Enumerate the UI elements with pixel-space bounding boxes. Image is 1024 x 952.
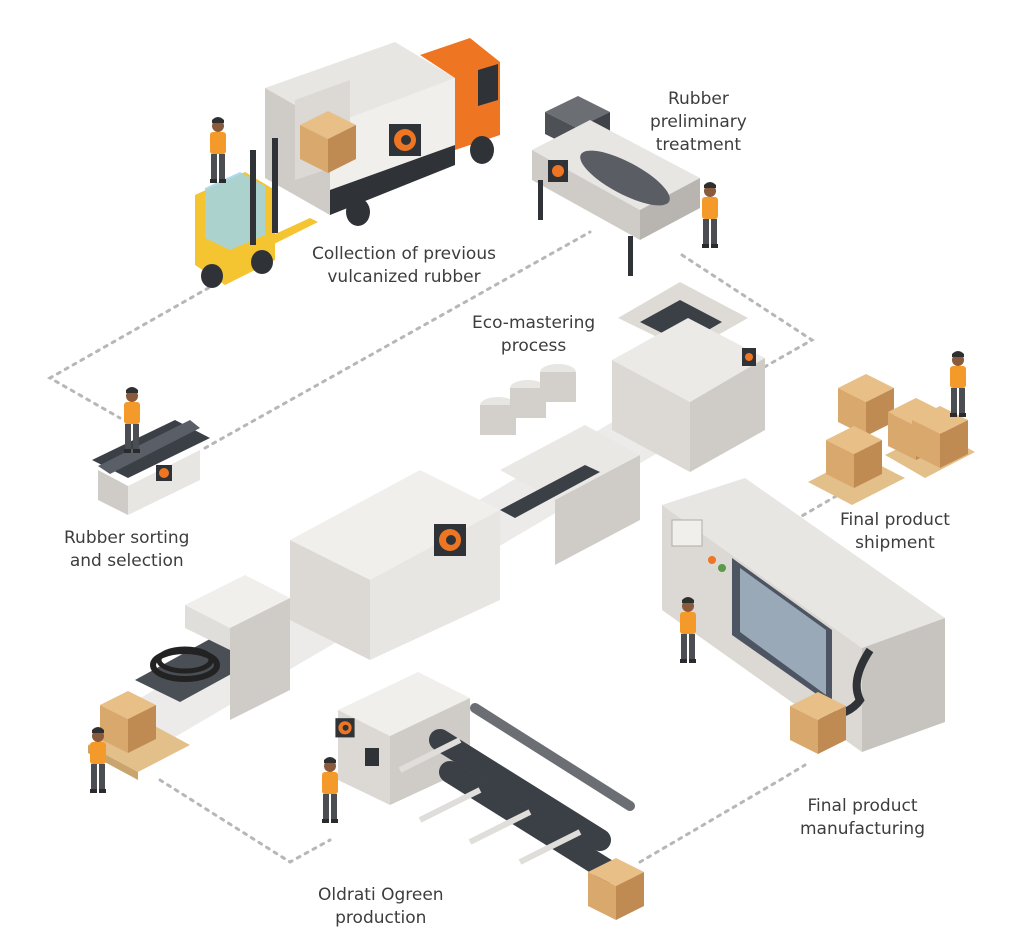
worker-icon xyxy=(680,597,696,663)
oldrati-ring-logo-icon xyxy=(434,524,466,556)
delivery-truck-icon xyxy=(265,38,500,226)
oldrati-ring-logo-icon xyxy=(335,718,355,738)
sorting-conveyor xyxy=(92,420,210,515)
worker-icon xyxy=(210,117,226,183)
forklift-icon xyxy=(195,138,318,288)
worker-icon xyxy=(322,757,338,823)
shipment-pallets xyxy=(808,374,975,505)
worker-icon xyxy=(950,351,966,417)
process-path xyxy=(46,230,852,864)
worker-icon xyxy=(90,727,106,793)
roller-line xyxy=(335,672,644,920)
oldrati-ring-logo-icon xyxy=(389,124,421,156)
shredder-machine xyxy=(532,96,700,276)
production-line xyxy=(120,282,765,740)
manufacturing-machine xyxy=(662,478,945,754)
worker-icon xyxy=(702,182,718,248)
